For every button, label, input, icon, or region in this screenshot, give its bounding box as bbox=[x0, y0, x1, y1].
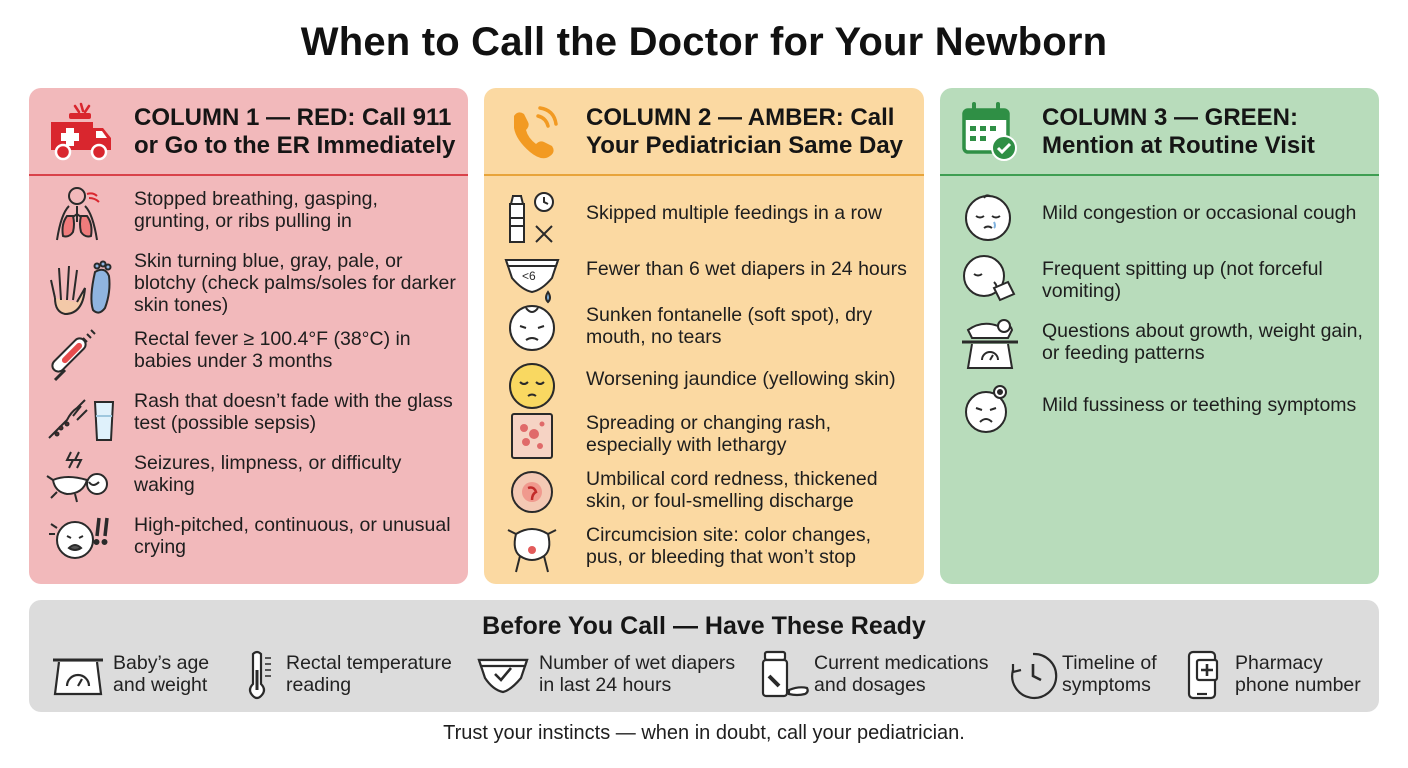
crying-baby-icon bbox=[47, 506, 119, 566]
column-header: COLUMN 2 — AMBER: Call Your Pediatrician… bbox=[484, 88, 924, 176]
baby-scale-icon bbox=[958, 316, 1030, 376]
column-title: COLUMN 2 — AMBER: Call Your Pediatrician… bbox=[586, 104, 904, 159]
column-header: COLUMN 3 — GREEN: Mention at Routine Vis… bbox=[940, 88, 1379, 176]
item-text: Frequent spitting up (not forceful vomit… bbox=[1042, 258, 1323, 302]
checklist-item: Rectal temperature reading bbox=[243, 650, 473, 704]
bottle-clock-icon bbox=[502, 188, 574, 248]
calendar-check-icon bbox=[958, 102, 1026, 162]
item-text: Worsening jaundice (yellowing skin) bbox=[586, 368, 896, 390]
checklist-item: Number of wet diapers in last 24 hours bbox=[475, 650, 745, 704]
circumcision-icon bbox=[502, 520, 574, 580]
scale-icon bbox=[51, 650, 107, 702]
item-text: Skipped multiple feedings in a row bbox=[586, 202, 882, 224]
column-divider bbox=[940, 174, 1379, 176]
ambulance-icon bbox=[47, 102, 115, 162]
item-text: Mild congestion or occasional cough bbox=[1042, 202, 1357, 224]
limp-baby-icon bbox=[46, 446, 119, 506]
checklist-text: Rectal temperature reading bbox=[286, 652, 452, 696]
column-divider bbox=[484, 174, 924, 176]
item-text: Umbilical cord redness, thickened skin, … bbox=[586, 468, 878, 512]
item-text: High-pitched, continuous, or unusual cry… bbox=[134, 514, 451, 558]
checklist-text: Number of wet diapers in last 24 hours bbox=[539, 652, 736, 696]
column-green-routine: COLUMN 3 — GREEN: Mention at Routine Vis… bbox=[940, 88, 1379, 584]
svg-text:<6: <6 bbox=[522, 269, 536, 283]
item-text: Seizures, limpness, or difficulty waking bbox=[134, 452, 402, 496]
item-text: Spreading or changing rash, especially w… bbox=[586, 412, 831, 456]
pharmacy-phone-icon bbox=[1185, 650, 1241, 702]
checklist-text: Timeline of symptoms bbox=[1062, 652, 1157, 696]
spit-up-baby-icon bbox=[958, 248, 1030, 308]
lungs-breathing-icon bbox=[47, 184, 119, 244]
column-title: COLUMN 3 — GREEN: Mention at Routine Vis… bbox=[1042, 104, 1315, 159]
checklist-text: Pharmacy phone number bbox=[1235, 652, 1361, 696]
rash-patch-icon bbox=[502, 408, 574, 468]
column-divider bbox=[29, 174, 468, 176]
checklist-item: Baby’s age and weight bbox=[51, 650, 251, 704]
before-you-call-title: Before You Call — Have These Ready bbox=[482, 612, 926, 640]
thermometer-icon bbox=[243, 650, 299, 702]
item-text: Questions about growth, weight gain, or … bbox=[1042, 320, 1363, 364]
item-text: Skin turning blue, gray, pale, or blotch… bbox=[134, 250, 456, 316]
item-text: Mild fussiness or teething symptoms bbox=[1042, 394, 1357, 416]
phone-icon bbox=[502, 102, 570, 162]
diaper-check-icon bbox=[475, 650, 531, 702]
congested-baby-icon bbox=[958, 188, 1030, 248]
medicine-bottle-icon bbox=[759, 650, 815, 702]
checklist-item: Pharmacy phone number bbox=[1185, 650, 1375, 704]
item-text: Rash that doesn’t fade with the glass te… bbox=[134, 390, 453, 434]
checklist-text: Current medications and dosages bbox=[814, 652, 989, 696]
before-you-call-panel: Before You Call — Have These Ready Baby’… bbox=[29, 600, 1379, 712]
page-title: When to Call the Doctor for Your Newborn bbox=[300, 20, 1108, 64]
jaundice-face-icon bbox=[502, 356, 574, 416]
column-red-emergency: COLUMN 1 — RED: Call 911 or Go to the ER… bbox=[29, 88, 468, 584]
rash-glass-icon bbox=[47, 386, 119, 446]
clock-icon bbox=[1007, 650, 1063, 702]
column-title: COLUMN 1 — RED: Call 911 or Go to the ER… bbox=[134, 104, 456, 159]
fussy-baby-icon bbox=[958, 380, 1030, 440]
item-text: Sunken fontanelle (soft spot), dry mouth… bbox=[586, 304, 873, 348]
item-text: Fewer than 6 wet diapers in 24 hours bbox=[586, 258, 907, 280]
thermometer-icon bbox=[47, 324, 119, 384]
column-amber-same-day: COLUMN 2 — AMBER: Call Your Pediatrician… bbox=[484, 88, 924, 584]
footer-note: Trust your instincts — when in doubt, ca… bbox=[443, 722, 965, 744]
diaper-icon: <6 bbox=[502, 248, 574, 308]
hand-foot-icon bbox=[47, 258, 119, 318]
item-text: Circumcision site: color changes, pus, o… bbox=[586, 524, 872, 568]
item-text: Stopped breathing, gasping, grunting, or… bbox=[134, 188, 378, 232]
item-text: Rectal fever ≥ 100.4°F (38°C) in babies … bbox=[134, 328, 411, 372]
column-header: COLUMN 1 — RED: Call 911 or Go to the ER… bbox=[29, 88, 468, 176]
checklist-item: Timeline of symptoms bbox=[1007, 650, 1167, 704]
checklist-text: Baby’s age and weight bbox=[113, 652, 210, 696]
baby-face-icon bbox=[502, 298, 574, 358]
umbilical-cord-icon bbox=[502, 466, 574, 526]
checklist-item: Current medications and dosages bbox=[759, 650, 999, 704]
